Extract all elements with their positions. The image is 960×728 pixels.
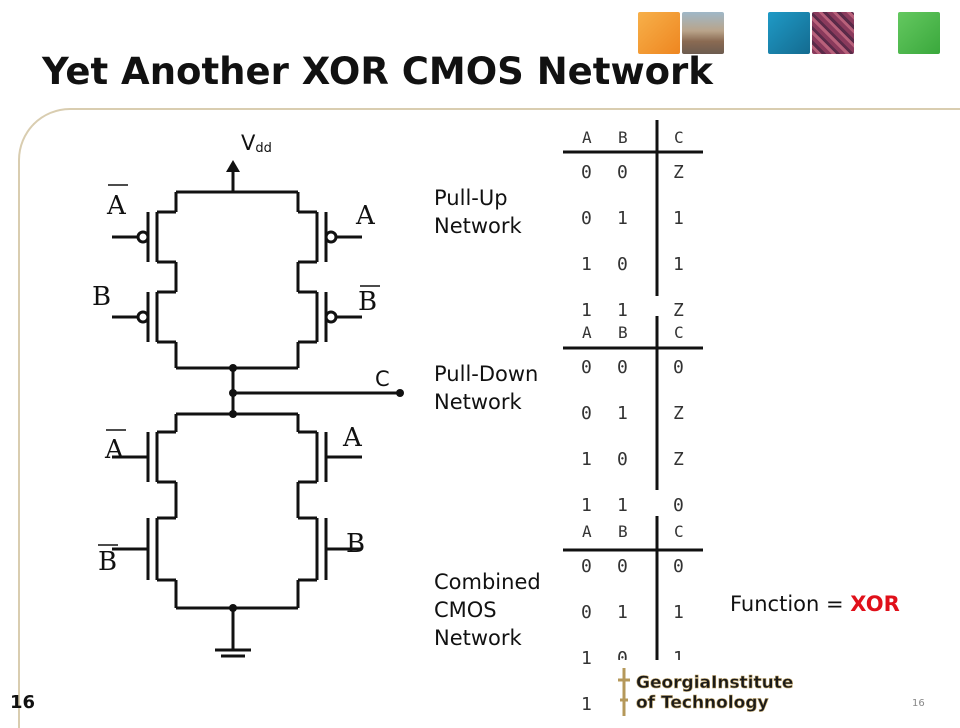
pulldown-table-header: B — [618, 323, 628, 342]
pulldown-table-cell: 1 — [581, 495, 592, 516]
header-tile-green — [898, 12, 940, 54]
pullup-left-top-label: A — [106, 191, 127, 221]
georgia-tech-logo: GeorgiaInstitute of Technology — [612, 660, 817, 720]
pulldown-table-cell: 1 — [617, 403, 628, 424]
combined-table-cell: 1 — [673, 602, 684, 623]
pullup-table-header: C — [674, 128, 684, 147]
pulldown-table-header: A — [582, 323, 592, 342]
pulldown-left-bottom-label: B — [98, 547, 117, 577]
pulldown-table-cell: Z — [673, 449, 684, 470]
header-tile-photo — [682, 12, 724, 54]
pullup-table-header: B — [618, 128, 628, 147]
header-tile-chip — [812, 12, 854, 54]
function-label: Function = XOR — [730, 592, 900, 616]
header-tile-blue — [768, 12, 810, 54]
combined-table-cell: 1 — [617, 602, 628, 623]
combined-table-cell: 0 — [581, 602, 592, 623]
pullup-table-cell: 0 — [617, 254, 628, 275]
pullup-table-cell: 0 — [581, 208, 592, 229]
pullup-table-cell: 1 — [617, 208, 628, 229]
pulldown-table-cell: 1 — [617, 495, 628, 516]
combined-table-header: A — [582, 522, 592, 541]
pulldown-table-header: C — [674, 323, 684, 342]
pulldown-table-cell: 0 — [617, 357, 628, 378]
combined-table-cell: 0 — [617, 648, 628, 669]
pullup-right-top-label: A — [355, 201, 376, 231]
pulldown-table-cell: Z — [673, 403, 684, 424]
combined-table-cell: 1 — [673, 648, 684, 669]
pullup-left-bottom-label: B — [92, 282, 111, 312]
slide-title: Yet Another XOR CMOS Network — [42, 50, 713, 93]
pulldown-table-cell: 0 — [617, 449, 628, 470]
pulldown-table-cell: 0 — [673, 495, 684, 516]
combined-table-cell: 0 — [673, 556, 684, 577]
combined-table-cell: 0 — [617, 556, 628, 577]
pullup-table-cell: 1 — [581, 254, 592, 275]
pullup-table-cell: Z — [673, 162, 684, 183]
pullup-table-cell: 1 — [673, 208, 684, 229]
pullup-right-bottom-label: B — [358, 287, 377, 317]
pulldown-table-cell: 0 — [581, 403, 592, 424]
pullup-table-header: A — [582, 128, 592, 147]
content-panel — [18, 108, 960, 728]
logo-line-2: of Technology — [636, 693, 769, 713]
combined-table-cell: 1 — [581, 648, 592, 669]
pulldown-right-bottom-label: B — [346, 529, 365, 559]
combined-table-cell: 1 — [581, 694, 592, 715]
output-label-c: C — [375, 367, 390, 391]
combined-table-cell: 0 — [581, 556, 592, 577]
pulldown-table-cell: 0 — [673, 357, 684, 378]
function-value: XOR — [850, 592, 900, 616]
pullup-table-cell: Z — [673, 300, 684, 321]
vdd-label: Vdd — [241, 131, 272, 156]
pullup-table-cell: 1 — [617, 300, 628, 321]
pullup-table-cell: 0 — [581, 162, 592, 183]
pullup-table-cell: 1 — [581, 300, 592, 321]
combined-table-header: C — [674, 522, 684, 541]
vdd-arrow-icon — [226, 160, 240, 172]
header-tile-orange — [638, 12, 680, 54]
combined-table-header: B — [618, 522, 628, 541]
pulldown-table-cell: 1 — [581, 449, 592, 470]
logo-line-1: GeorgiaInstitute — [636, 673, 793, 693]
pulldown-right-top-label: A — [342, 423, 363, 453]
function-prefix: Function = — [730, 592, 851, 616]
pullup-table-cell: 0 — [617, 162, 628, 183]
slide-number-right: 16 — [912, 698, 925, 709]
pulldown-left-top-label: A — [104, 435, 125, 465]
pullup-table-cell: 1 — [673, 254, 684, 275]
slide-number-left: 16 — [10, 692, 36, 713]
pulldown-table-cell: 0 — [581, 357, 592, 378]
